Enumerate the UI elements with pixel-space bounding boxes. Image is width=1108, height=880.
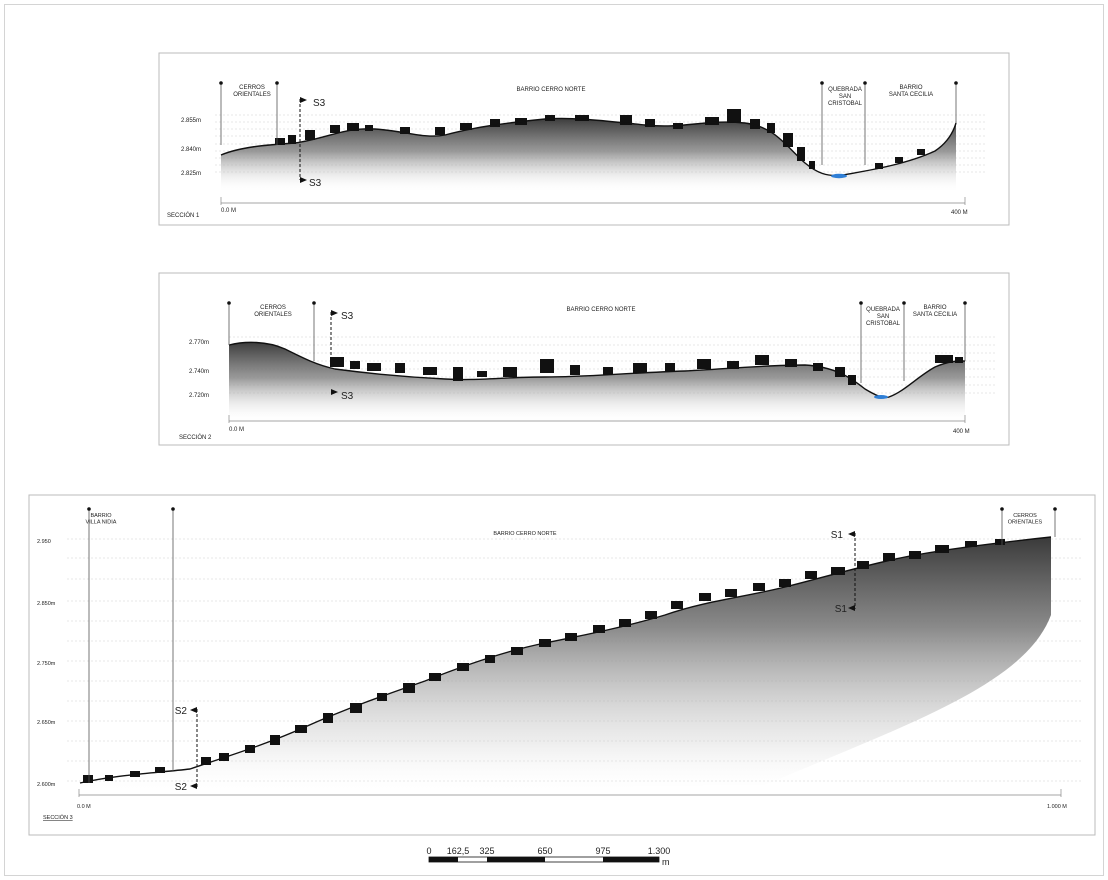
section-1-marker-flag-top (300, 97, 307, 103)
scale-tick-1: 162,5 (447, 846, 470, 856)
section-3-s2-flag-bottom (190, 783, 197, 789)
s3-elev-5: 2.600m (37, 782, 56, 788)
section-2-terrain-fill (229, 342, 965, 423)
s1-dist-start: 0.0 M (221, 208, 236, 214)
s2-marker-top-label: S3 (341, 311, 354, 322)
section-2-divider-dots (227, 301, 967, 305)
s2-dist-end: 400 M (953, 429, 970, 435)
section-3-s2-flag-top (190, 707, 197, 713)
section-1-marker-flag-bottom (300, 177, 307, 183)
section-2-marker-flag-top (331, 310, 338, 316)
section-3-ground-line (79, 536, 1052, 784)
section-2-stream (874, 395, 888, 399)
section-1-stream (831, 173, 847, 179)
s2-caption: SECCIÓN 2 (179, 434, 212, 441)
section-3-zone-dividers (88, 509, 1056, 783)
s1-dist-end: 400 M (951, 210, 968, 216)
s1-marker-top-label: S3 (313, 98, 326, 109)
s3-marker-s2-bottom: S2 (175, 782, 188, 793)
s3-elev-3: 2.750m (37, 661, 56, 667)
scale-tick-3: 650 (537, 846, 552, 856)
section-3-s1-flag-bottom (848, 605, 855, 611)
scale-tick-2: 325 (479, 846, 494, 856)
section-3-s1-flag-top (848, 531, 855, 537)
s1-zone-barrio-cerro-norte: BARRIO CERRO NORTE (517, 87, 586, 93)
s3-marker-s1-top: S1 (831, 530, 844, 541)
s3-elev-2: 2.850m (37, 601, 56, 607)
s2-elev-1: 2.770m (189, 340, 209, 346)
section-3-terrain-fill (80, 537, 1051, 795)
section-1-terrain-fill (221, 118, 956, 193)
scale-unit: m (662, 857, 670, 867)
section-1-zone-dividers (220, 83, 957, 165)
section-2-ground-line (228, 341, 966, 399)
s2-elev-2: 2.740m (189, 369, 209, 375)
scale-tick-5: 1.300 (648, 846, 671, 856)
section-3-divider-dots (87, 507, 1057, 511)
s3-marker-s2-top: S2 (175, 706, 188, 717)
s3-dist-end: 1.000 M (1047, 804, 1067, 810)
s1-elev-3: 2.825m (181, 171, 201, 177)
scale-tick-4: 975 (595, 846, 610, 856)
s1-elev-2: 2.840m (181, 147, 201, 153)
scale-bar: 0 162,5 325 650 975 1.300 m (426, 846, 670, 867)
s3-marker-s1-bottom: S1 (835, 604, 848, 615)
scale-tick-0: 0 (426, 846, 431, 856)
s3-zone-barrio-cerro-norte: BARRIO CERRO NORTE (493, 531, 556, 537)
s2-dist-start: 0.0 M (229, 427, 244, 433)
s3-elev-1: 2.950 (37, 539, 51, 545)
s1-marker-bottom-label: S3 (309, 178, 322, 189)
s1-caption: SECCIÓN 1 (167, 212, 200, 219)
s1-elev-1: 2.855m (181, 118, 201, 124)
section-1-divider-dots (219, 81, 958, 85)
s3-caption: SECCIÓN 3 (43, 814, 73, 821)
section-2-marker-flag-bottom (331, 389, 338, 395)
s2-zone-barrio-cerro-norte: BARRIO CERRO NORTE (567, 307, 636, 313)
s3-dist-start: 0.0 M (77, 804, 91, 810)
s3-elev-4: 2.650m (37, 720, 56, 726)
section-1-ground-line (220, 117, 957, 177)
s2-marker-bottom-label: S3 (341, 391, 354, 402)
section-2-zone-dividers (228, 303, 966, 383)
s2-elev-3: 2.720m (189, 393, 209, 399)
